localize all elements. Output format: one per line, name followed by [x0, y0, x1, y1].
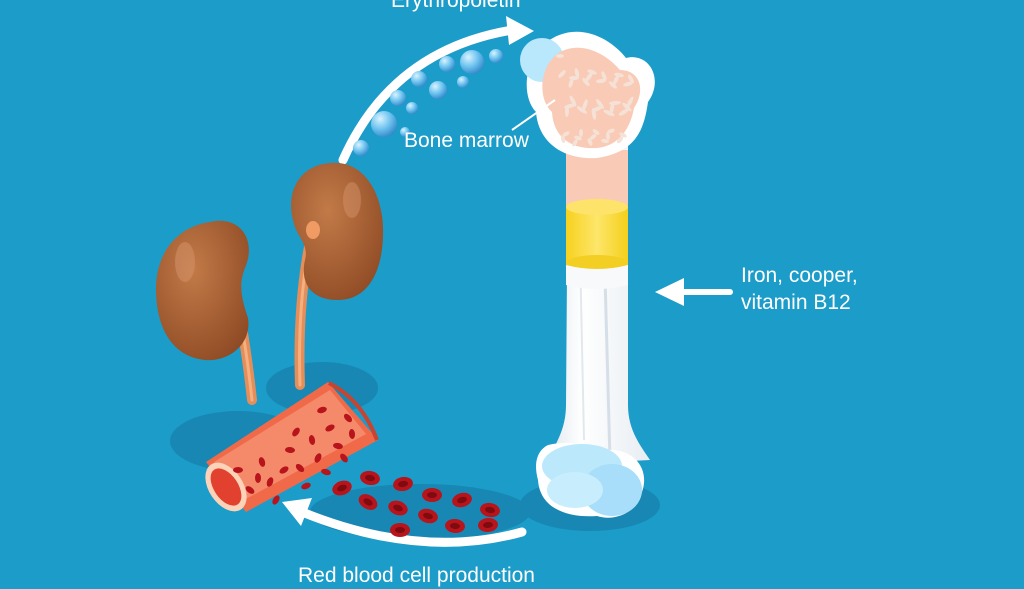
spongy-bone-pore [613, 75, 619, 85]
spongy-bone-pore [603, 109, 615, 117]
vessel-blood-cell [258, 457, 266, 467]
spongy-bone-pore [574, 135, 582, 141]
red-blood-cell [358, 494, 378, 510]
spongy-bone-pore [568, 78, 574, 88]
nutrients-label-line1: Iron, cooper, [741, 264, 858, 287]
red-blood-cell [445, 518, 465, 534]
spongy-bone-pore [605, 132, 611, 140]
bone-marrow-label: Bone marrow [404, 129, 529, 152]
spongy-bone-pore [562, 131, 570, 137]
vessel-blood-cell [245, 486, 255, 494]
rbc-production-arrow [282, 498, 527, 547]
spongy-bone-pore [558, 70, 566, 78]
spongy-bone-pore [572, 139, 578, 147]
red-blood-cell [422, 488, 442, 502]
vessel-blood-cell [292, 427, 300, 437]
spongy-bone-pore [569, 95, 577, 107]
vessel-blood-cell [325, 424, 335, 432]
red-blood-cell [360, 470, 380, 486]
erythropoietin-label: Erythropoietin [391, 0, 521, 12]
red-blood-cell [480, 502, 500, 518]
vessel-blood-cell [343, 413, 353, 423]
spongy-bone-pore [616, 136, 624, 144]
nutrients-arrow [655, 278, 733, 306]
spongy-bone-pore [626, 96, 634, 108]
spongy-bone-pore [627, 74, 635, 84]
kidney-right [291, 162, 384, 390]
spongy-bone-pore [595, 99, 605, 109]
spongy-bone-pore [556, 54, 564, 58]
nutrients-label: Iron, cooper, vitamin B12 [741, 262, 858, 316]
erythropoiesis-diagram [155, 16, 733, 547]
vessel-blood-cell [333, 442, 343, 450]
spongy-bone-pore [582, 99, 588, 111]
spongy-bone-pore [592, 129, 600, 135]
vessel-blood-cell [340, 453, 348, 463]
spongy-bone-pore [623, 81, 633, 87]
vessel-blood-cell [272, 495, 280, 505]
spongy-bone-pore [569, 75, 579, 81]
bone-marrow-leader [511, 99, 556, 131]
spongy-bone-pore [564, 103, 576, 109]
red-blood-cell [452, 492, 472, 508]
nutrients-label-line2: vitamin B12 [741, 291, 851, 314]
red-blood-cell [418, 508, 438, 524]
spongy-bone-pore [591, 106, 603, 112]
spongy-bone-pore [587, 69, 597, 75]
red-blood-cell [393, 476, 413, 492]
spongy-bone-pore [601, 138, 609, 144]
spongy-bone-pore [574, 68, 580, 78]
spongy-bone-pore [618, 108, 630, 116]
red-blood-cells [332, 470, 500, 537]
spongy-bone-pore [596, 78, 606, 84]
vessel-blood-cell [321, 468, 331, 476]
vessel-blood-cell [348, 429, 356, 439]
spongy-bone-pore [587, 138, 593, 146]
blood-vessel [205, 381, 379, 512]
erythropoietin-arrow [338, 16, 534, 165]
vessel-blood-cell [279, 466, 289, 474]
vessel-blood-cell [301, 482, 311, 490]
vessel-blood-cell [285, 446, 295, 454]
spongy-bone-pore [609, 100, 621, 106]
spongy-bone-pore [585, 72, 593, 82]
spongy-bone-pore [619, 132, 627, 138]
spongy-bone-pore [589, 134, 597, 140]
spongy-bone-pore [560, 135, 566, 143]
spongy-bone-pore [582, 77, 590, 87]
red-blood-cell [390, 523, 410, 537]
spongy-bone-pore [607, 128, 615, 134]
spongy-bone-pore [578, 129, 584, 137]
vessel-blood-cell [295, 463, 305, 473]
spongy-bone-pore [614, 72, 624, 78]
red-blood-cell [332, 480, 352, 496]
vessel-blood-cell [314, 453, 322, 463]
spongy-bone-pore [609, 81, 617, 89]
vessel-blood-cell [266, 477, 274, 487]
vessel-blood-cell [308, 435, 316, 445]
red-blood-cell [478, 517, 498, 533]
kidney-left [155, 220, 257, 405]
vessel-blood-cell [317, 406, 327, 414]
spongy-bone-pore [576, 106, 588, 114]
vessel-blood-cell [233, 467, 243, 473]
spongy-bone-pore [601, 71, 607, 81]
bone [520, 31, 655, 518]
red-blood-cell [388, 500, 408, 516]
erythropoietin-molecules [353, 49, 503, 156]
vessel-blood-cell [254, 473, 262, 483]
